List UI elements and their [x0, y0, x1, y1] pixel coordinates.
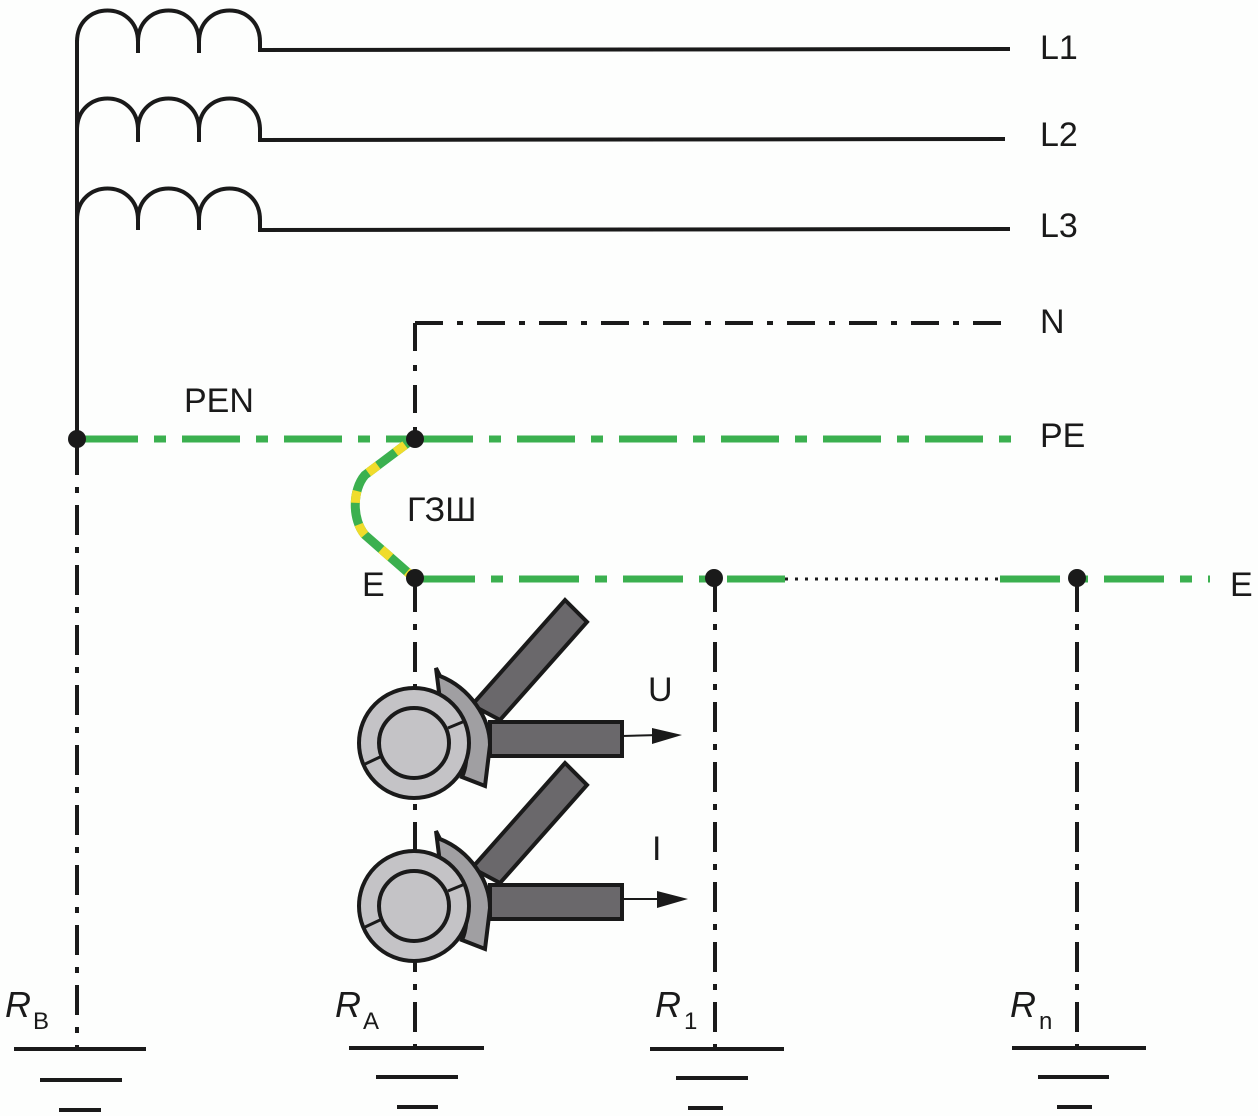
clamp-meter-voltage — [357, 597, 682, 800]
junction-e — [406, 569, 424, 587]
junction-r1 — [705, 569, 723, 587]
label-clamp-u: U — [648, 671, 673, 709]
electrode-drops — [75, 445, 1079, 1048]
label-ra: RA — [335, 984, 379, 1035]
junction-pe-n — [406, 430, 424, 448]
arrow-i-head — [657, 891, 688, 908]
winding-l1 — [75, 8, 1011, 53]
junction-rn — [1068, 569, 1086, 587]
junction-pen-start — [68, 430, 86, 448]
clamp-ring-inner — [377, 706, 451, 780]
clamp-jaw-upper — [468, 760, 590, 886]
ground-icon-rn — [1012, 1046, 1146, 1109]
label-e-right: E — [1230, 566, 1253, 604]
clamp-jaw-lower — [488, 883, 624, 921]
clamp-jaw-upper — [468, 597, 590, 723]
clamp-ring-inner — [377, 869, 451, 943]
ground-icon-r1 — [650, 1047, 784, 1110]
neutral-conductor — [413, 321, 1010, 438]
main-earth-bar-bond-yellow — [350, 435, 416, 581]
label-e-left: E — [362, 566, 385, 604]
ground-icon-rb — [14, 1047, 146, 1112]
clamp-jaw-lower — [488, 720, 624, 758]
label-clamp-i: I — [652, 830, 661, 868]
label-l2: L2 — [1040, 116, 1078, 154]
winding-l3 — [75, 186, 1011, 233]
label-n: N — [1040, 303, 1065, 341]
earth-symbols — [14, 1046, 1146, 1112]
label-pen: PEN — [184, 382, 254, 420]
transformer-windings — [75, 8, 1011, 440]
junction-dots — [68, 430, 1086, 587]
arrow-u-head — [652, 728, 682, 744]
winding-l2 — [75, 96, 1006, 143]
ground-icon-ra — [349, 1046, 484, 1109]
label-pe: PE — [1040, 417, 1085, 455]
clamp-meter-current — [357, 760, 688, 963]
label-rb: RB — [5, 984, 49, 1035]
label-l3: L3 — [1040, 207, 1078, 245]
label-l1: L1 — [1040, 29, 1078, 67]
label-main-earth-bar: ГЗШ — [407, 491, 476, 529]
